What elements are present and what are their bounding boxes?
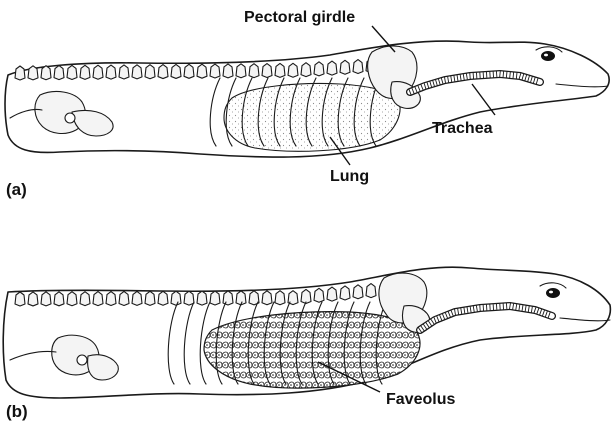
spine-a-vertebra [67, 65, 77, 79]
ribs-b-rib [168, 302, 178, 384]
spine-b-vertebra [223, 291, 233, 305]
trachea-b [418, 303, 552, 332]
eye-highlight-b [549, 291, 553, 294]
ribs-b-rib [184, 302, 194, 384]
spine-a-vertebra [171, 64, 181, 78]
ribs-a-rib [210, 78, 220, 146]
spine-a-vertebra [210, 64, 220, 78]
spine-a-vertebra [145, 65, 155, 79]
label-lung: Lung [330, 168, 369, 185]
spine-a-vertebra [314, 62, 324, 76]
eye-highlight-a [544, 54, 548, 57]
panel-label-a: (a) [6, 180, 27, 199]
spine-a-vertebra [301, 63, 311, 77]
spine-b-vertebra [28, 292, 38, 306]
spine-b-vertebra [275, 291, 285, 305]
spine-a-vertebra [223, 64, 233, 78]
label-pectoral-girdle: Pectoral girdle [244, 9, 355, 26]
tail-bone-b [10, 351, 56, 360]
label-trachea: Trachea [432, 120, 493, 137]
jaw-line-b [560, 318, 610, 321]
trachea-a-tube-fill [410, 74, 540, 92]
spine-a-vertebra [106, 65, 116, 79]
spine-a-vertebra [275, 63, 285, 77]
trachea-a-ring [513, 72, 514, 78]
label-faveolus: Faveolus [386, 391, 455, 408]
trachea-a-ring [500, 71, 501, 77]
spine-b-vertebra [145, 291, 155, 305]
spine-a-vertebra [80, 65, 90, 79]
spine-a-vertebra [288, 63, 298, 77]
spine-a-vertebra [327, 61, 337, 75]
spine-b-vertebra [327, 287, 337, 301]
spine-b-vertebra [93, 292, 103, 306]
hip-joint-b [77, 355, 87, 365]
spine-b-vertebra [236, 291, 246, 305]
spine-a-vertebra [262, 64, 272, 78]
leader-trachea [472, 84, 495, 115]
spine-a-vertebra [54, 66, 64, 80]
spine-b-vertebra [353, 285, 363, 299]
trachea-a-ring [503, 71, 504, 77]
spine-a-vertebra [15, 66, 25, 80]
spine-a-vertebra [28, 66, 38, 80]
trachea-a-ring [516, 73, 517, 79]
panel-a-lizard-lung: Pectoral girdle Trachea Lung (a) [5, 9, 609, 199]
spine-b-vertebra [119, 291, 129, 305]
spine-b-vertebra [184, 291, 194, 305]
trachea-a-ring [510, 72, 511, 78]
trachea-a-ring [506, 72, 507, 78]
spine-b-vertebra [41, 292, 51, 306]
spine-a-vertebra [249, 64, 259, 78]
spine-b-vertebra [197, 291, 207, 305]
trachea-a [409, 71, 540, 95]
spine-a-vertebra [340, 60, 350, 74]
vertebral-column-b [15, 282, 389, 306]
eye-a [541, 51, 555, 61]
spine-b-vertebra [158, 291, 168, 305]
spine-a-vertebra [236, 64, 246, 78]
spine-a-vertebra [197, 64, 207, 78]
panel-label-b: (b) [6, 402, 28, 421]
spine-b-vertebra [340, 286, 350, 300]
spine-a-vertebra [41, 66, 51, 80]
spine-a-vertebra [158, 65, 168, 79]
eye-b [546, 288, 560, 298]
vertebral-column-a [15, 59, 376, 80]
hip-joint-a [65, 113, 75, 123]
spine-b-vertebra [210, 291, 220, 305]
spine-b-vertebra [366, 284, 376, 298]
brow-b [540, 283, 566, 288]
spine-a-vertebra [93, 65, 103, 79]
spine-a-vertebra [184, 64, 194, 78]
spine-b-vertebra [54, 292, 64, 306]
spine-b-vertebra [106, 292, 116, 306]
spine-b-vertebra [171, 291, 181, 305]
spine-b-vertebra [314, 288, 324, 302]
panel-b-faveolar-lung: Faveolus (b) [3, 267, 610, 421]
spine-b-vertebra [262, 291, 272, 305]
spine-b-vertebra [15, 292, 25, 306]
spine-a-vertebra [353, 60, 363, 74]
jaw-line-a [556, 84, 608, 87]
spine-b-vertebra [301, 289, 311, 303]
spine-b-vertebra [132, 291, 142, 305]
pelvis-b-a [72, 110, 113, 136]
pelvis-b2 [88, 355, 119, 380]
spine-b-vertebra [80, 292, 90, 306]
spine-a-vertebra [119, 65, 129, 79]
spine-a-vertebra [132, 65, 142, 79]
spine-b-vertebra [67, 292, 77, 306]
